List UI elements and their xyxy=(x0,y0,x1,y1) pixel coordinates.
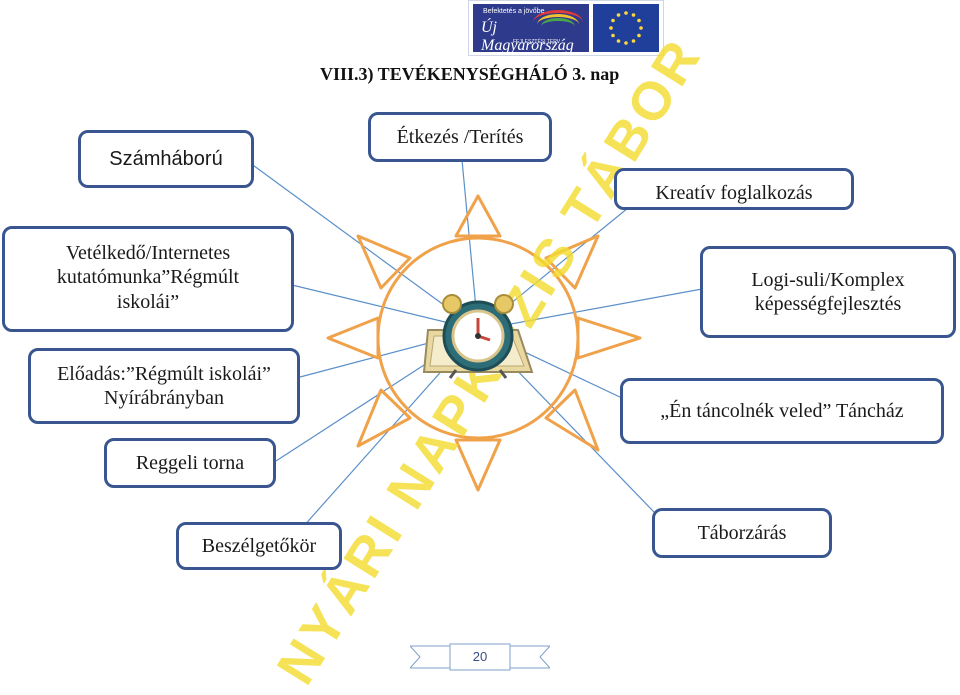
connector-logi xyxy=(477,288,703,331)
eu-star xyxy=(624,11,628,15)
activity-label: Kreatív foglalkozás xyxy=(655,182,813,204)
activity-szamhaboru: Számháború xyxy=(78,130,254,188)
activity-label: Előadás:”Régmúlt iskolái” Nyírábrányban xyxy=(57,362,271,409)
sun-ray-top xyxy=(454,194,502,238)
eu-star xyxy=(637,18,641,23)
uj-magyarorszag-logo: Befektetés a jövőbe Új Magyarország FEJL… xyxy=(473,4,589,52)
sun-ray-right xyxy=(576,316,642,360)
sun-ray-bottom-right xyxy=(544,388,600,452)
logo-arc-red xyxy=(533,10,583,35)
alarm-clock-icon xyxy=(422,294,534,379)
activity-vetelkedo: Vetélkedő/Internetes kutatómunka”Régmúlt… xyxy=(2,226,294,332)
activity-label: „Én táncolnék veled” Táncház xyxy=(660,399,904,422)
activity-web-diagram xyxy=(249,159,703,529)
activity-label: Beszélgetőkör xyxy=(201,534,317,557)
activity-etkezes-terites: Étkezés /Terítés xyxy=(368,112,552,162)
activity-taborzaras: Táborzárás xyxy=(652,508,832,558)
eu-star xyxy=(631,39,636,43)
page-number-ribbon xyxy=(410,643,550,671)
eu-star xyxy=(624,41,628,45)
eu-star xyxy=(611,18,615,23)
logo-arc-green xyxy=(541,18,575,35)
logo-banner: Befektetés a jövőbe Új Magyarország FEJL… xyxy=(468,0,664,56)
eu-star xyxy=(639,26,643,30)
logo-sub-text: FEJLESZTÉSI TERV xyxy=(513,39,561,45)
activity-label: Táborzárás xyxy=(697,522,787,544)
eu-star xyxy=(616,39,621,43)
activity-tanchaz: „Én táncolnék veled” Táncház xyxy=(620,378,944,444)
activity-logi-suli: Logi-suli/Komplex képességfejlesztés xyxy=(700,246,956,338)
activity-label: Étkezés /Terítés xyxy=(396,126,524,148)
sun-ray-top-right xyxy=(544,234,600,290)
eu-star xyxy=(609,26,613,30)
logo-main-text: Új Magyarország xyxy=(481,19,574,52)
activity-eloadas: Előadás:”Régmúlt iskolái” Nyírábrányban xyxy=(28,348,300,424)
sun-ray-left xyxy=(326,316,380,360)
eu-stars xyxy=(609,11,643,45)
eu-star xyxy=(611,33,615,38)
eu-star xyxy=(631,13,636,17)
sun-ray-bottom-left xyxy=(356,388,412,448)
page-title: VIII.3) TEVÉKENYSÉGHÁLÓ 3. nap xyxy=(320,64,620,84)
eu-star xyxy=(637,33,641,38)
logo-arc-yellow xyxy=(537,14,579,35)
activity-kreativ-foglalkozas: Kreatív foglalkozás xyxy=(614,168,854,210)
sun-ray-bottom xyxy=(454,438,502,492)
eu-star xyxy=(616,13,621,17)
activity-label: Logi-suli/Komplex képességfejlesztés xyxy=(751,268,905,315)
page-number: 20 xyxy=(472,649,488,664)
activity-reggeli-torna: Reggeli torna xyxy=(104,438,276,488)
eu-flag-icon xyxy=(593,4,659,52)
activity-label: Vetélkedő/Internetes kutatómunka”Régmúlt… xyxy=(56,242,240,313)
activity-label: Reggeli torna xyxy=(135,451,245,474)
activity-label: Számháború xyxy=(109,147,223,170)
activity-beszelgetokor: Beszélgetőkör xyxy=(176,522,342,570)
sun-ray-top-left xyxy=(356,234,412,290)
sun-graphic xyxy=(326,194,642,492)
logo-small-text: Befektetés a jövőbe xyxy=(483,8,545,15)
